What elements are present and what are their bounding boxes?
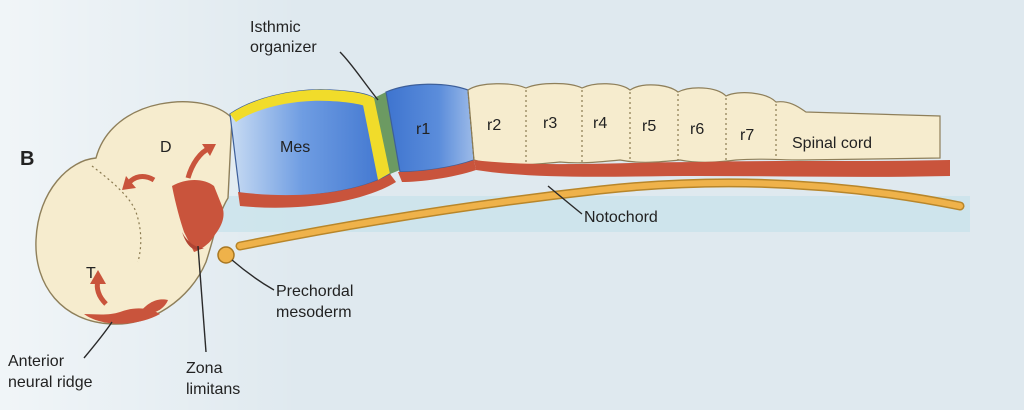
label-anr-line1: Anterior — [8, 353, 65, 370]
label-zona-limitans-line1: Zona — [186, 360, 223, 377]
isthmic-yellow-band — [362, 98, 392, 180]
hindbrain-floor-plate — [474, 160, 950, 177]
label-zona-limitans-line2: limitans — [186, 381, 240, 398]
isthmic-yellow-dorsal — [230, 89, 374, 122]
zona-limitans-wedge — [172, 180, 224, 252]
label-r3: r3 — [543, 115, 557, 132]
label-prechordal-line1: Prechordal — [276, 283, 353, 300]
label-notochord: Notochord — [584, 209, 658, 226]
label-isthmic-organizer-line2: organizer — [250, 39, 317, 56]
label-r5: r5 — [642, 118, 656, 135]
arrow-zli-to-d-head — [202, 144, 216, 156]
label-mesencephalon: Mes — [280, 139, 310, 156]
arrow-zli-to-t-head — [122, 176, 136, 190]
isthmic-green-band — [374, 92, 400, 174]
notochord — [237, 179, 963, 249]
isthmic-organizer-leader — [339, 51, 379, 101]
label-r6: r6 — [690, 121, 704, 138]
label-spinal-cord: Spinal cord — [792, 135, 872, 152]
anterior-neural-ridge-leader — [83, 321, 113, 359]
r1-floor-plate — [398, 160, 476, 182]
notochord-leader — [547, 185, 583, 215]
label-isthmic-organizer-line1: Isthmic — [250, 19, 301, 36]
anr-patch-2 — [140, 299, 168, 314]
label-telencephalon: T — [86, 265, 96, 282]
mes-floor-plate — [238, 174, 396, 208]
label-anr-line2: neural ridge — [8, 374, 93, 391]
zona-limitans-leader — [197, 245, 207, 353]
panel-label: B — [20, 148, 34, 170]
label-r2: r2 — [487, 117, 501, 134]
label-r1: r1 — [416, 121, 430, 138]
prechordal-mesoderm — [217, 246, 235, 264]
signaling-arrows — [90, 144, 216, 306]
prechordal-mesoderm-leader — [231, 259, 275, 291]
arrow-anr-to-t-head — [90, 270, 106, 284]
label-r7: r7 — [740, 127, 754, 144]
r1-r2-boundary — [467, 91, 475, 161]
zona-limitans-shadow — [182, 232, 204, 250]
label-r4: r4 — [593, 115, 607, 132]
label-prechordal-line2: mesoderm — [276, 304, 352, 321]
forebrain — [35, 101, 233, 325]
hindbrain-spinal-cord — [467, 82, 941, 166]
label-diencephalon: D — [160, 139, 172, 156]
